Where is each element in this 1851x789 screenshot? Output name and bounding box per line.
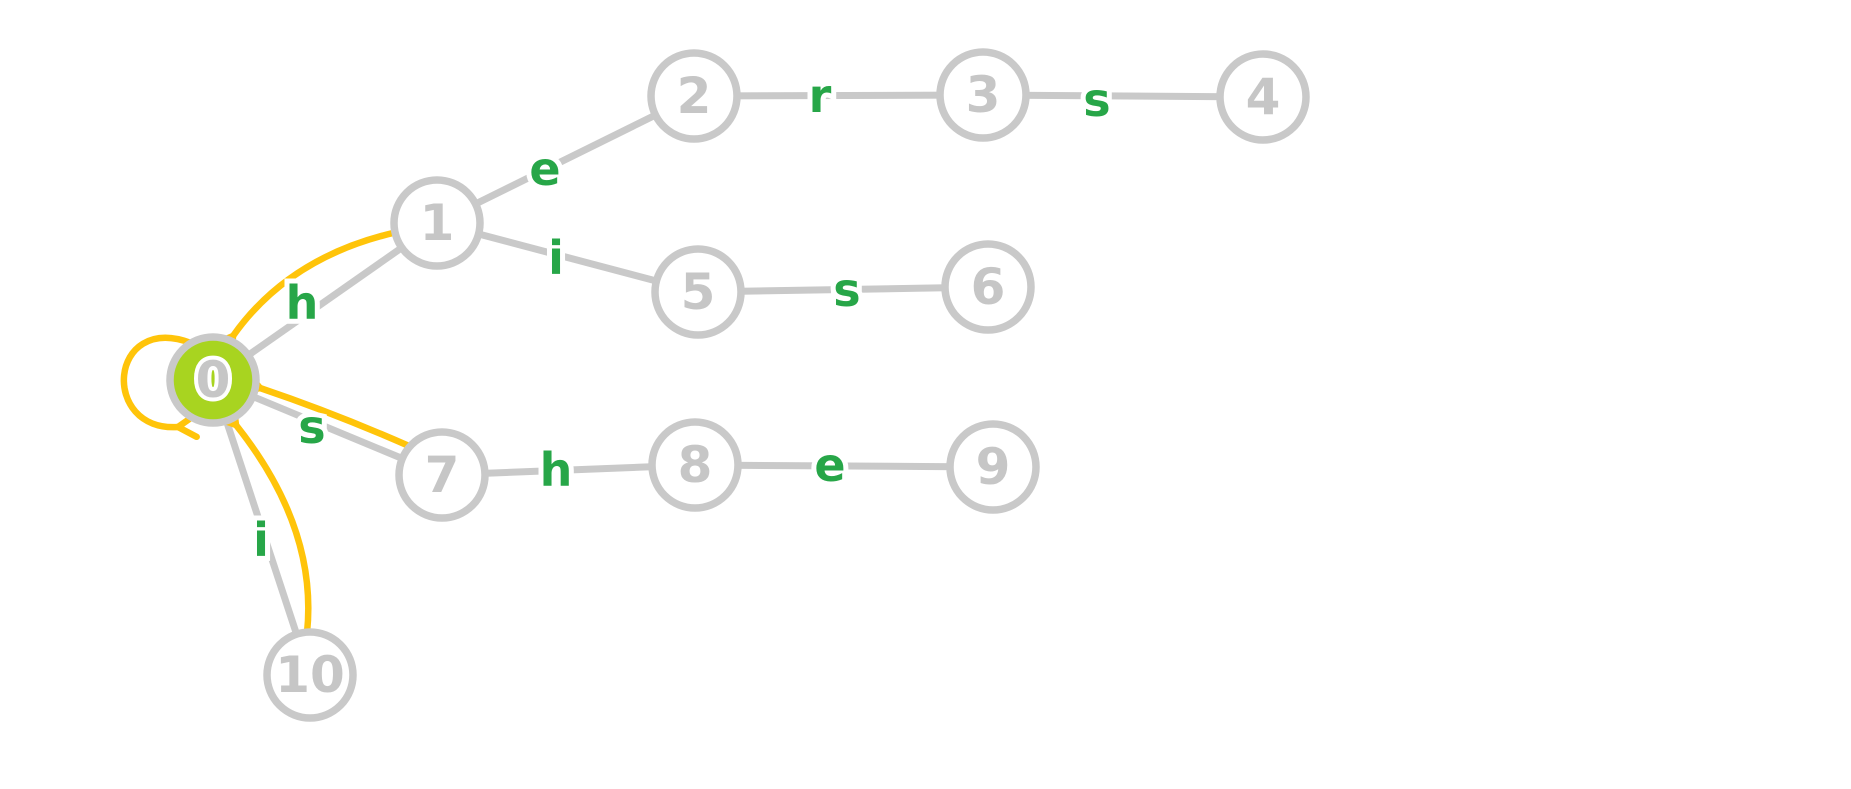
graph-node-5: 5: [651, 245, 745, 339]
state-circle: [390, 176, 484, 270]
edge-label-1-2: e: [529, 142, 560, 196]
graph-node-8: 8: [648, 418, 742, 512]
edge-1-2: [435, 92, 696, 227]
edge-label-0-7: s: [298, 400, 325, 454]
edge-2-3: [693, 91, 984, 100]
graph-node-0: 0: [166, 333, 260, 427]
edge-label-2-3: r: [809, 69, 832, 123]
nodes: 0 1 2 3 4 5 6 7 8 9 10: [166, 48, 1310, 722]
failure-link-10-0: [236, 425, 312, 637]
node-label-6: 6: [971, 258, 1006, 316]
graph-node-4: 4: [1216, 50, 1310, 144]
state-circle: [651, 245, 745, 339]
node-label-10: 10: [275, 646, 345, 704]
node-label-3: 3: [966, 66, 1001, 124]
graph-node-7: 7: [395, 428, 489, 522]
graph-node-9: 9: [946, 420, 1040, 514]
node-label-0: 0: [196, 351, 231, 409]
edge-label-1-5: i: [548, 231, 564, 285]
state-circle: [395, 428, 489, 522]
edge-8-9: [694, 461, 994, 471]
state-circle: [936, 48, 1030, 142]
edge-label-0-1: h: [286, 276, 319, 330]
failure-link-1-0: [233, 229, 397, 336]
failure-links: [120, 229, 413, 637]
node-label-7: 7: [425, 446, 460, 504]
edge-label-8-9: e: [814, 438, 845, 492]
graph-node-3: 3: [936, 48, 1030, 142]
failure-link-0-0: [120, 334, 191, 427]
edge-label-5-6: s: [833, 263, 860, 317]
state-circle: [941, 240, 1035, 334]
node-label-8: 8: [678, 436, 713, 494]
state-circle: [1216, 50, 1310, 144]
graph-node-6: 6: [941, 240, 1035, 334]
node-label-2: 2: [677, 67, 712, 125]
edge-label-3-4: s: [1083, 73, 1110, 127]
edge-5-6: [697, 283, 989, 296]
state-circle: [263, 628, 357, 722]
edge-label-0-10: i: [253, 513, 269, 567]
graph-node-1: 1: [390, 176, 484, 270]
active-state-circle: [166, 333, 260, 427]
node-label-9: 9: [976, 438, 1011, 496]
failure-link-7-0: [260, 388, 413, 450]
edge-label-7-8: h: [540, 443, 573, 497]
node-label-5: 5: [681, 263, 716, 321]
node-label-1: 1: [420, 194, 455, 252]
state-circle: [648, 418, 742, 512]
state-circle: [647, 49, 741, 143]
graph-node-10: 10: [263, 628, 357, 722]
tree-edges: [209, 91, 1264, 677]
node-label-4: 4: [1246, 68, 1281, 126]
graph-node-2: 2: [647, 49, 741, 143]
state-circle: [946, 420, 1040, 514]
